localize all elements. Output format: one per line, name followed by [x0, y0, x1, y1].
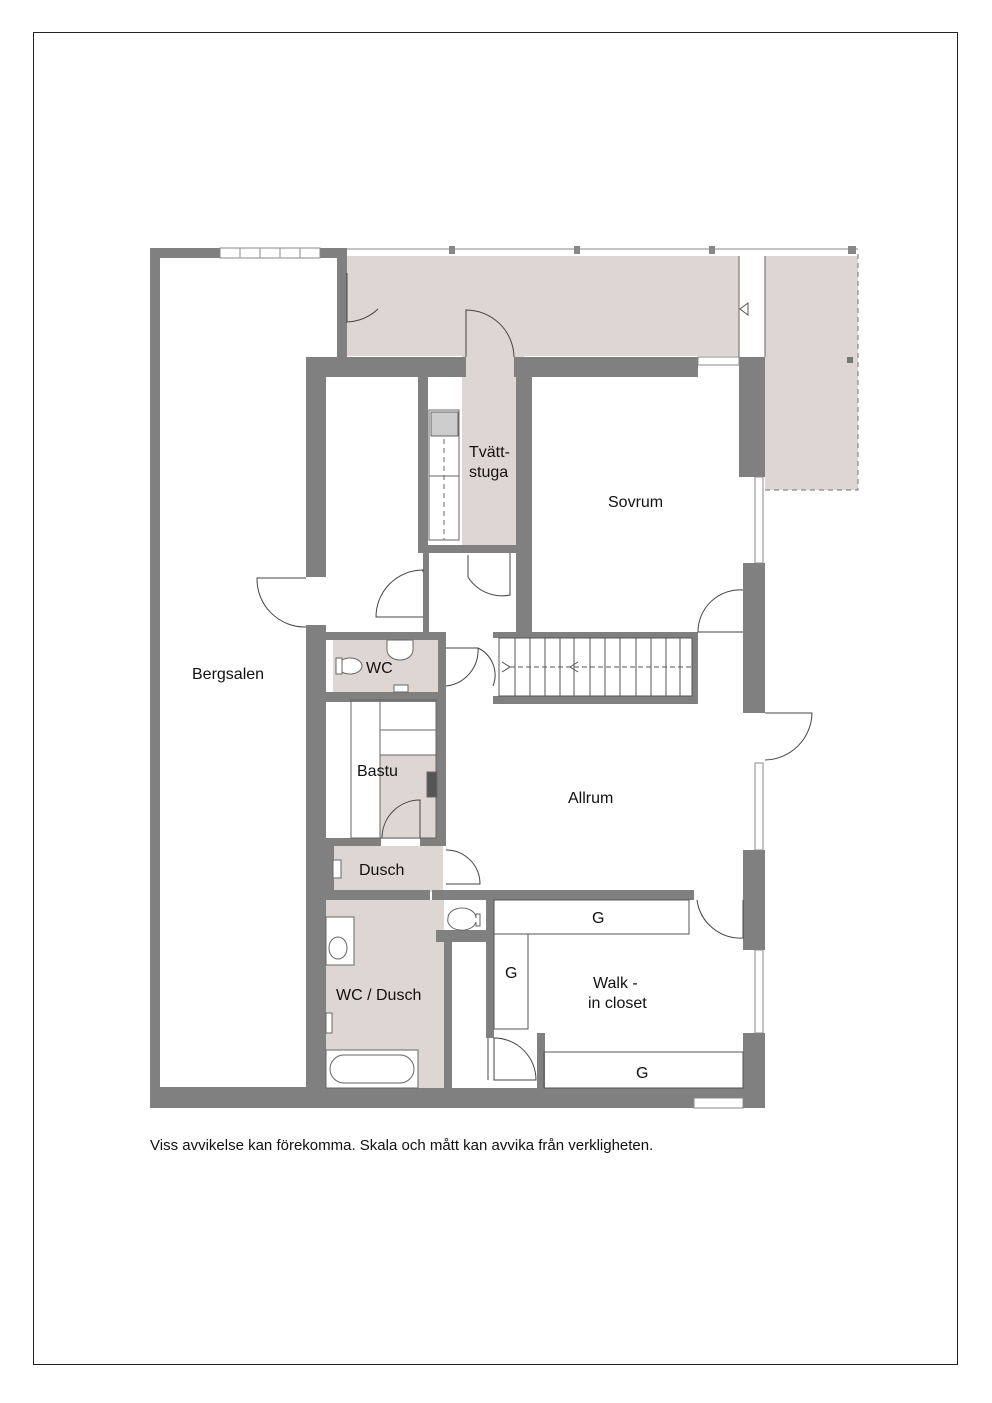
- wall-wcd-stub: [486, 900, 494, 942]
- drain-icon: [393, 684, 409, 693]
- wall-bastu-bottom-left: [326, 838, 381, 846]
- door-closet: [375, 569, 424, 618]
- wall-closet-bottom: [444, 1088, 544, 1090]
- shower-mixer-icon: [332, 859, 342, 879]
- label-wardrobe-top: G: [592, 910, 604, 927]
- wall-bergsalen-right-top: [337, 248, 347, 358]
- page-border: [33, 32, 958, 1365]
- sink-icon: [386, 639, 414, 661]
- laundry-floor: [462, 356, 524, 548]
- wall-wcd-right: [444, 942, 452, 1088]
- label-dusch: Dusch: [359, 862, 404, 879]
- wall-right-1: [739, 357, 765, 477]
- walls: [150, 248, 765, 1108]
- toilet-icon-2: [447, 907, 481, 931]
- terrace-floor: [765, 256, 858, 490]
- wall-dusch-bottom: [326, 890, 430, 900]
- wall-outer-bottom: [150, 1088, 764, 1108]
- doors: [256, 273, 813, 1081]
- windows: [219, 246, 858, 1109]
- window-sovrum-right: [754, 476, 764, 564]
- wall-right-4: [743, 1033, 765, 1108]
- patio-floor: [347, 256, 739, 356]
- staircase: [498, 637, 693, 697]
- disclaimer-text: Viss avvikelse kan förekomma. Skala och …: [150, 1137, 654, 1154]
- door-wc: [445, 647, 479, 687]
- window-bottom: [693, 1097, 744, 1109]
- wall-wc-top: [306, 632, 446, 640]
- wall-dusch-left: [326, 846, 334, 892]
- label-allrum: Allrum: [568, 790, 613, 807]
- label-tvattstuga-1: Tvätt-: [469, 444, 510, 461]
- wall-hall-right: [516, 553, 532, 633]
- wall-core-top: [306, 357, 466, 377]
- label-wardrobe-left: G: [505, 965, 517, 982]
- door-allrum-ext: [764, 712, 813, 761]
- wall-top-left: [150, 248, 220, 258]
- terrace-outline: [765, 250, 859, 491]
- wall-stair-bottom: [493, 696, 697, 704]
- wall-walkin-low: [537, 1033, 545, 1088]
- wall-closet-left: [486, 942, 494, 1038]
- terrace-post: [847, 357, 853, 363]
- sink-icon-2: [328, 936, 348, 960]
- wc-fixtures: [335, 639, 414, 693]
- towel-rail-icon: [325, 1012, 333, 1034]
- window-allrum-right: [754, 762, 764, 851]
- shaded-floors: [326, 256, 858, 1088]
- wall-wcd-toilet: [436, 930, 486, 942]
- window-top-bergsalen: [219, 247, 321, 259]
- label-tvattstuga-2: stuga: [469, 464, 508, 481]
- door-patio: [346, 273, 379, 323]
- door-laundry-bottom: [467, 553, 511, 597]
- label-bastu: Bastu: [357, 763, 398, 780]
- wall-right-3: [743, 850, 765, 950]
- wall-wc-right: [438, 632, 446, 692]
- wc-dusch-fixtures: [325, 907, 481, 1089]
- door-walkin-ext: [696, 899, 744, 939]
- window-sovrum-top: [697, 356, 740, 366]
- window-closet-right: [754, 949, 764, 1034]
- label-wc-dusch: WC / Dusch: [336, 987, 421, 1004]
- wall-closet-right: [418, 377, 428, 552]
- sauna-bench: [350, 699, 438, 839]
- wall-hall-small: [423, 553, 429, 633]
- door-bergsalen: [256, 577, 307, 628]
- door-laundry-top: [465, 309, 515, 358]
- sauna-heater-icon: [426, 771, 438, 798]
- wall-wc-bottom: [326, 692, 446, 702]
- label-bergsalen: Bergsalen: [192, 666, 264, 683]
- wall-stair-right: [692, 632, 698, 704]
- slide-arrow-icon: [739, 302, 749, 316]
- wall-laundry-bottom: [418, 545, 524, 553]
- bergsalen-bottom: [160, 1087, 306, 1089]
- shower-floor: [333, 846, 443, 892]
- wall-bastu-bottom-right: [420, 838, 446, 846]
- wall-sovrum-top: [514, 357, 698, 377]
- label-walkin-1: Walk -: [593, 975, 638, 992]
- wall-outer-left: [150, 248, 160, 1108]
- door-dusch: [445, 849, 481, 885]
- door-hall: [477, 647, 496, 687]
- label-wardrobe-bottom: G: [636, 1065, 648, 1082]
- door-closet-low: [493, 1037, 537, 1081]
- wardrobes: [493, 899, 744, 1089]
- label-wc: WC: [366, 660, 393, 677]
- wall-top-mid: [320, 248, 347, 258]
- wall-core-left-lower: [306, 625, 326, 1088]
- wall-right-2: [743, 563, 765, 713]
- laundry-fixtures: [428, 409, 460, 541]
- door-bastu: [381, 799, 421, 839]
- wall-walkin-top: [432, 890, 694, 900]
- label-sovrum: Sovrum: [608, 494, 663, 511]
- wall-bastu-right: [436, 700, 446, 840]
- wall-core-left-upper: [306, 357, 326, 577]
- door-sovrum: [697, 589, 744, 633]
- label-walkin-2: in closet: [588, 995, 647, 1012]
- wall-stair-top: [493, 632, 697, 638]
